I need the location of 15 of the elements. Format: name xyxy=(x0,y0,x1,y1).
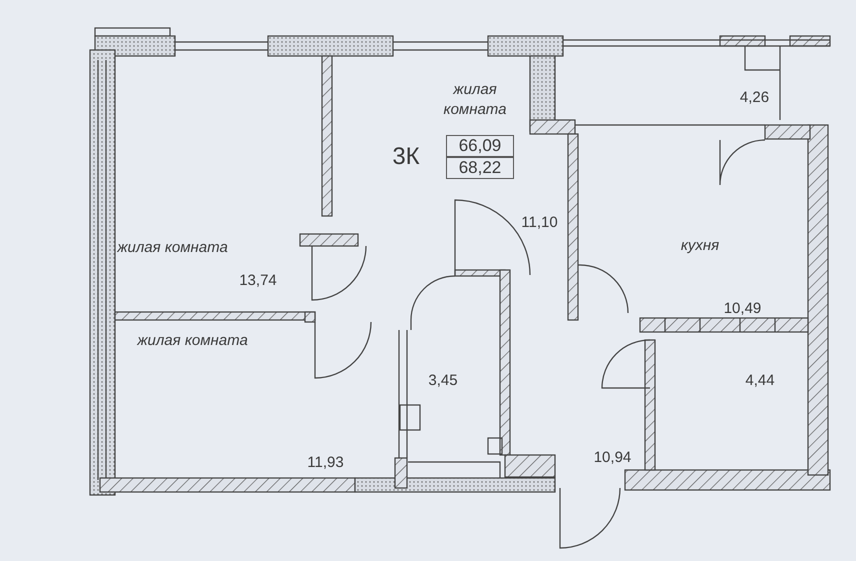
area-value: 66,09 xyxy=(446,135,514,157)
room-name: жилая комната xyxy=(442,80,508,119)
area-label: 10,49 xyxy=(722,299,762,318)
area-label: 11,10 xyxy=(520,213,559,232)
apartment-type: 3К xyxy=(391,142,421,172)
room-name: кухня xyxy=(680,236,720,256)
area-label: 3,45 xyxy=(427,371,459,390)
area-label: 10,94 xyxy=(592,448,632,468)
area-label: 11,93 xyxy=(306,453,345,472)
room-name: жилая комната xyxy=(136,331,249,350)
area-value: 68,22 xyxy=(446,157,514,179)
area-label: 4,26 xyxy=(738,88,770,108)
area-label: 13,74 xyxy=(238,271,278,290)
room-name: жилая комната xyxy=(116,238,229,258)
area-label: 4,44 xyxy=(744,371,776,390)
